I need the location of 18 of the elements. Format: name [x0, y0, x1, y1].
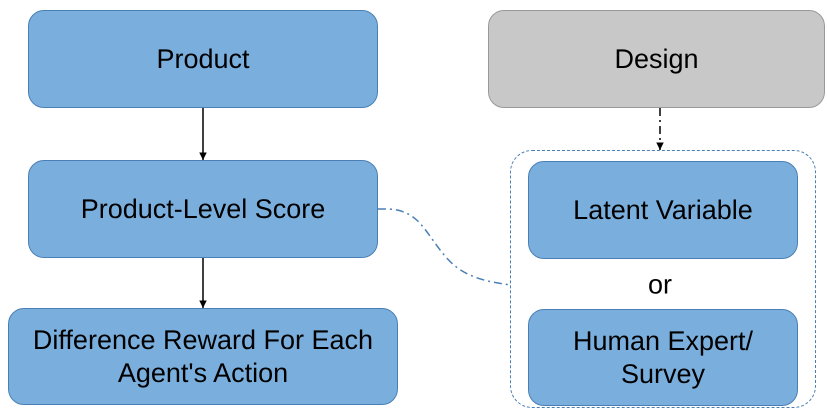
process-box [528, 161, 798, 259]
node-label: Product [156, 42, 250, 76]
node-label: Human Expert/ Survey [572, 325, 754, 390]
dashed-group-frame [510, 150, 816, 408]
process-box [28, 10, 378, 108]
arrow [199, 108, 207, 160]
node-label: Difference Reward For Each Agent's Action [32, 324, 374, 389]
process-box [528, 309, 798, 406]
arrow [656, 108, 664, 150]
process-box [28, 160, 378, 258]
input-box [488, 10, 825, 108]
connector-word: or [648, 270, 672, 300]
connector-line [378, 208, 510, 286]
arrow [199, 258, 207, 308]
node-label: Design [614, 42, 699, 76]
node-label: Product-Level Score [80, 192, 326, 226]
process-box [8, 308, 398, 405]
node-label: Latent Variable [573, 194, 753, 226]
